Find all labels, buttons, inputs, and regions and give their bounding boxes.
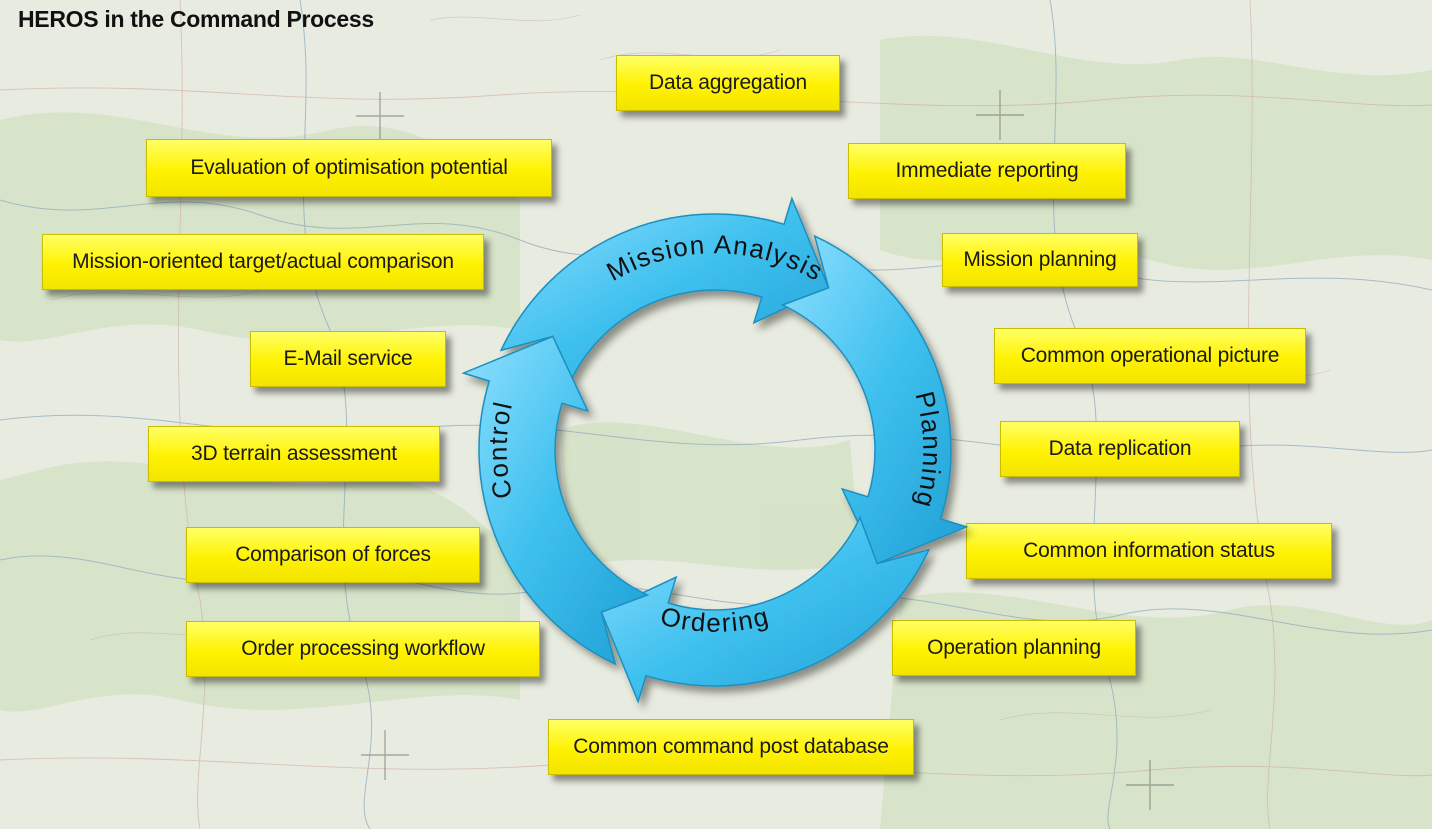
box-data-aggregation: Data aggregation xyxy=(616,55,840,111)
box-common-operational-picture: Common operational picture xyxy=(994,328,1306,384)
box-comparison-of-forces: Comparison of forces xyxy=(186,527,480,583)
box-operation-planning: Operation planning xyxy=(892,620,1136,676)
phase-label-control: Control xyxy=(483,398,519,501)
phase-label-ordering: Ordering xyxy=(658,601,773,638)
box-common-command-post-database: Common command post database xyxy=(548,719,914,775)
box-immediate-reporting: Immediate reporting xyxy=(848,143,1126,199)
arrow-ordering xyxy=(600,515,931,704)
box-mission-oriented-target-actual-comparison: Mission-oriented target/actual compariso… xyxy=(42,234,484,290)
box-common-information-status: Common information status xyxy=(966,523,1332,579)
box-3d-terrain-assessment: 3D terrain assessment xyxy=(148,426,440,482)
box-data-replication: Data replication xyxy=(1000,421,1240,477)
arrow-mission-analysis xyxy=(499,196,830,385)
box-mission-planning: Mission planning xyxy=(942,233,1138,287)
diagram-title: HEROS in the Command Process xyxy=(18,6,374,32)
box-order-processing-workflow: Order processing workflow xyxy=(186,621,540,677)
arrow-control xyxy=(461,335,650,666)
arrow-planning xyxy=(780,234,969,565)
box-evaluation-of-optimisation-potential: Evaluation of optimisation potential xyxy=(146,139,552,197)
box-e-mail-service: E-Mail service xyxy=(250,331,446,387)
